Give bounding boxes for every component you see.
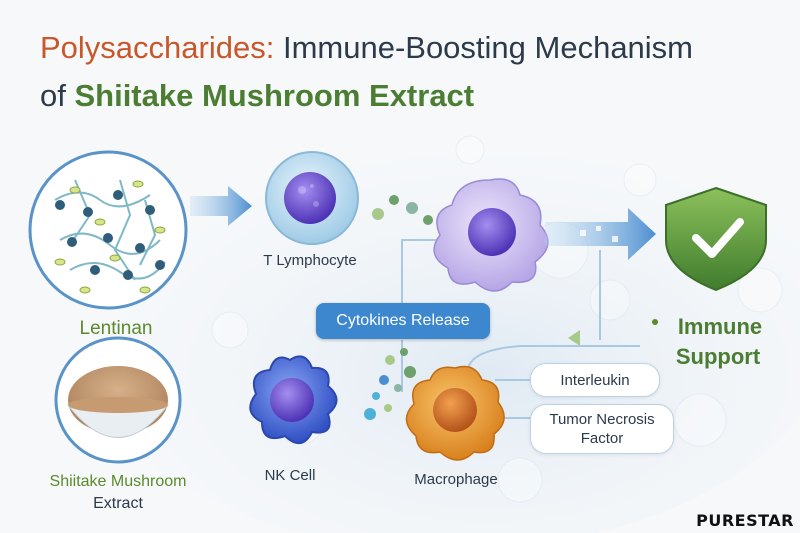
title-extract-accent: Shiitake Mushroom Extract <box>74 78 475 113</box>
signal-molecules <box>364 195 433 420</box>
title-line-1: Polysaccharides: Immune-Boosting Mechani… <box>40 30 693 66</box>
arrow-to-t-cell <box>190 186 252 226</box>
title-rest: Immune-Boosting Mechanism <box>274 30 694 65</box>
title-accent: Polysaccharides: <box>40 30 275 65</box>
mushroom-powder-bowl-icon <box>54 336 182 464</box>
title-line-2: of Shiitake Mushroom Extract <box>40 78 474 114</box>
title-prefix: of <box>40 78 75 113</box>
arrow-to-immune-support <box>545 208 656 260</box>
brand-logo: PURESTAR <box>696 511 794 530</box>
lentinan-network-icon <box>28 150 188 310</box>
t-lymphocyte-cell <box>265 151 359 245</box>
macrophage-cell <box>405 365 505 461</box>
activated-immune-cell <box>433 178 549 292</box>
nk-cell <box>249 355 338 444</box>
tumor-necrosis-factor-tag: Tumor Necrosis Factor <box>530 404 674 454</box>
shield-check-icon <box>665 186 767 292</box>
lentinan-label: Lentinan <box>80 318 153 339</box>
extract-label-line-1: Shiitake Mushroom <box>50 473 187 490</box>
interleukin-tag: Interleukin <box>530 363 660 397</box>
extract-label-line-2: Extract <box>93 495 143 512</box>
immune-label-line-2: Support <box>676 344 761 369</box>
tnf-line-1: Tumor Necrosis <box>549 411 655 428</box>
cytokines-release-badge: Cytokines Release <box>316 303 490 339</box>
macrophage-label: Macrophage <box>414 471 497 488</box>
tnf-line-2: Factor <box>580 430 624 447</box>
t-lymphocyte-label: T Lymphocyte <box>263 252 356 269</box>
nk-cell-label: NK Cell <box>265 467 316 484</box>
immune-label-line-1: Immune <box>678 314 762 339</box>
triangle-marker <box>568 330 580 346</box>
bullet-dot <box>652 319 658 325</box>
